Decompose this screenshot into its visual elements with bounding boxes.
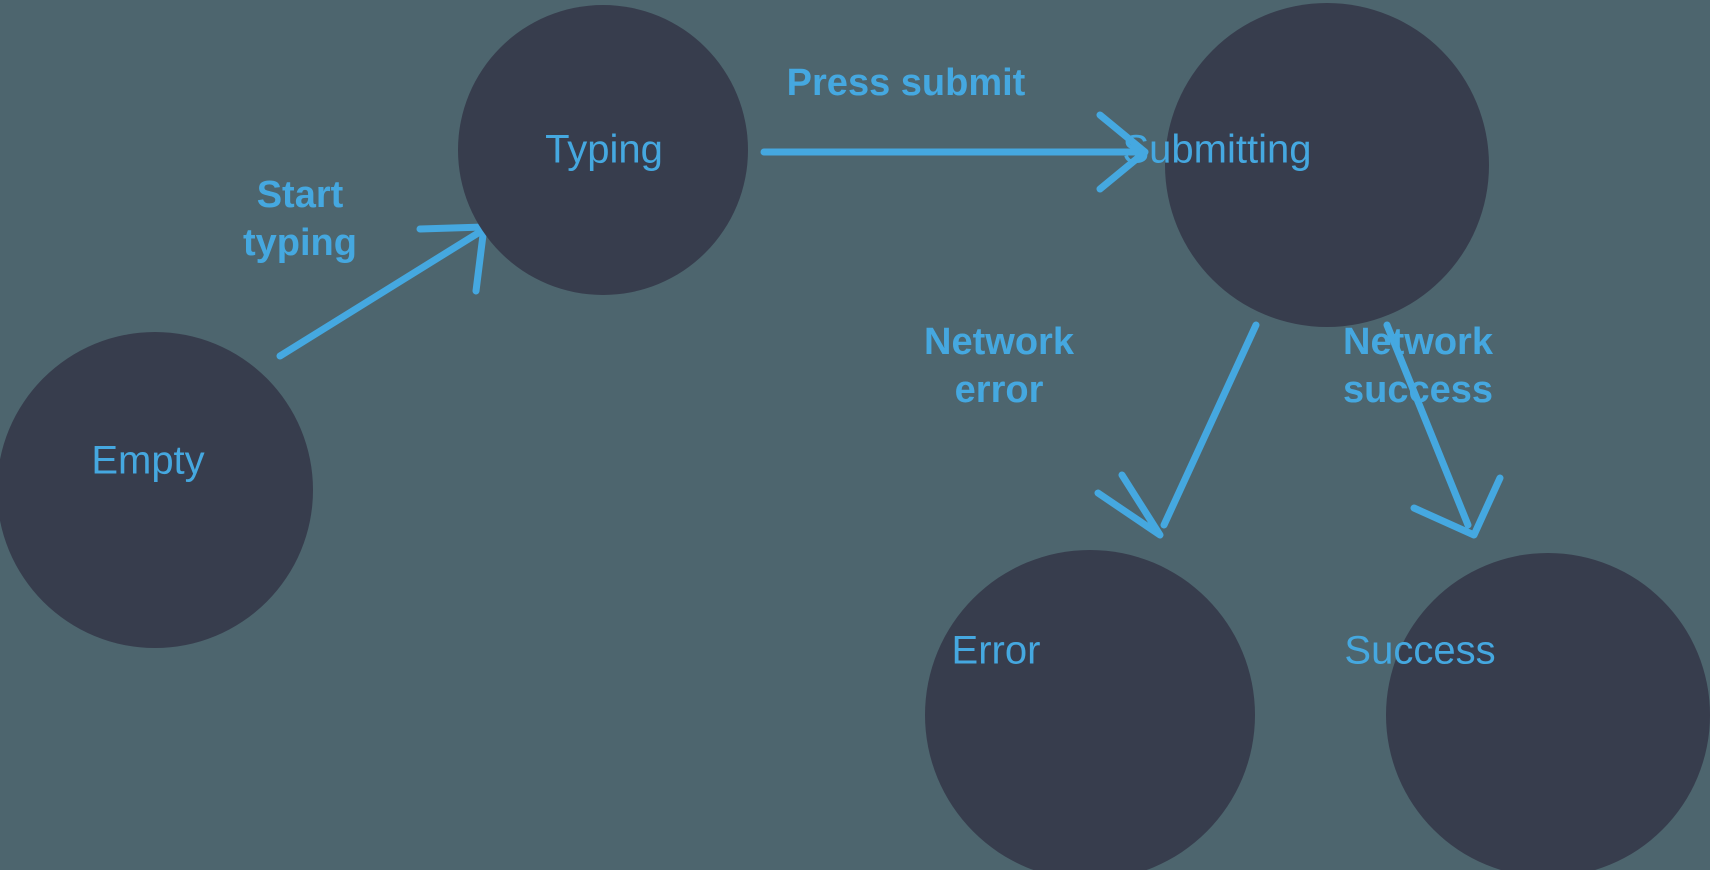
state-node-empty[interactable]: Empty [0,332,313,648]
transition-press-submit [760,111,1149,193]
transition-label-network-error: Network error [924,321,1075,411]
transition-label-line: Network [924,321,1075,363]
state-circle-success[interactable] [1386,553,1710,870]
transition-label-start-typing: Start typing [243,174,357,264]
transition-line-network-error [1160,321,1260,529]
transition-label-press-submit: Press submit [787,62,1026,104]
state-label-empty: Empty [91,439,204,483]
arrowhead-icon-press-submit [1096,111,1149,193]
transition-label-line: typing [243,222,357,264]
state-label-error: Error [952,629,1041,673]
state-node-typing[interactable]: Typing [458,5,748,295]
transition-label-line: Network [1343,321,1494,363]
transition-label-line: error [955,369,1044,411]
transition-label-network-success: Network success [1343,321,1494,411]
state-label-submitting: Submitting [1123,128,1312,172]
state-node-submitting[interactable]: Submitting [1123,3,1489,327]
transition-line-start-typing [276,226,487,360]
transition-line-network-success [1383,321,1472,529]
state-circle-typing[interactable] [458,5,748,295]
arrowhead-icon-network-success [1410,474,1504,539]
state-circle-submitting[interactable] [1165,3,1489,327]
transition-network-success [1383,321,1504,539]
transition-network-error [1094,321,1260,539]
state-label-success: Success [1344,629,1495,673]
state-node-success[interactable]: Success [1344,553,1710,870]
transitions-layer [276,111,1504,539]
transition-label-line: success [1343,369,1493,411]
state-circle-empty[interactable] [0,332,313,648]
state-circle-error[interactable] [925,550,1255,870]
state-label-typing: Typing [545,128,663,172]
arrowhead-icon-network-error [1094,471,1164,539]
state-node-error[interactable]: Error [925,550,1255,870]
transition-label-line: Press submit [787,62,1026,104]
transition-label-line: Start [257,174,344,216]
